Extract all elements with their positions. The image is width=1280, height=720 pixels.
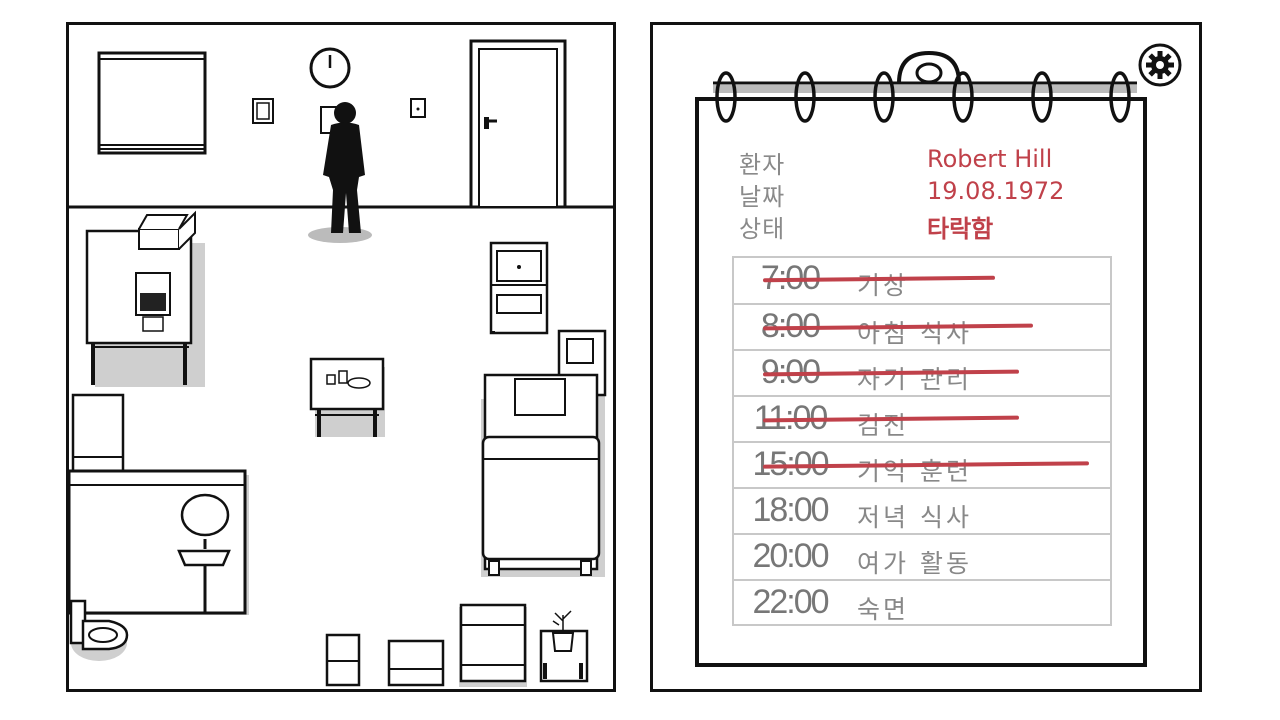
- patient-name: Robert Hill: [927, 145, 1053, 173]
- schedule-activity: 여가 활동: [857, 549, 972, 578]
- settings-button[interactable]: [1138, 43, 1182, 87]
- door[interactable]: [469, 39, 567, 209]
- label-date: 날짜: [739, 183, 786, 211]
- schedule-activity: 기억 훈련: [857, 457, 972, 486]
- trash-bin[interactable]: [325, 633, 361, 687]
- schedule-row: 18:00 저녁 식사: [733, 487, 1111, 533]
- low-drawer[interactable]: [387, 639, 445, 687]
- schedule-time: 22:00: [752, 583, 829, 621]
- schedule-row: 20:00 여가 활동: [733, 533, 1111, 579]
- label-state: 상태: [739, 215, 786, 243]
- schedule-panel: 환자 날짜 상태 Robert Hill 19.08.1972 타락함 7:00…: [650, 22, 1202, 692]
- desk[interactable]: [85, 210, 205, 387]
- bathroom: [69, 469, 249, 615]
- notepad: [695, 50, 1147, 667]
- gear-icon[interactable]: [1138, 43, 1182, 87]
- schedule-activity: 검진: [857, 411, 910, 440]
- room-view: [66, 22, 616, 692]
- player-character[interactable]: [308, 102, 372, 243]
- potted-plant[interactable]: [539, 610, 589, 683]
- bed[interactable]: [481, 373, 605, 577]
- schedule-activity: 자기 관리: [857, 365, 972, 394]
- schedule-activity: 기상: [857, 271, 910, 300]
- label-patient: 환자: [739, 151, 786, 179]
- toilet[interactable]: [69, 599, 129, 661]
- cabinet[interactable]: [71, 393, 125, 477]
- coffee-table[interactable]: [309, 357, 385, 437]
- schedule-time: 18:00: [752, 491, 829, 529]
- chair[interactable]: [489, 241, 549, 335]
- schedule-activity: 저녁 식사: [857, 503, 972, 532]
- schedule-time: 20:00: [752, 537, 829, 575]
- schedule-activity: 아침 식사: [857, 319, 972, 348]
- patient-birthdate: 19.08.1972: [927, 177, 1065, 205]
- patient-state: 타락함: [927, 215, 994, 243]
- schedule-activity: 숙면: [857, 595, 910, 624]
- schedule-row: 22:00 숙면: [733, 579, 1111, 625]
- room-scene: [69, 39, 613, 687]
- binder-rings: [715, 71, 1131, 123]
- light-switch[interactable]: [252, 98, 274, 124]
- window: [97, 51, 207, 155]
- sink[interactable]: [177, 539, 231, 613]
- mirror[interactable]: [180, 493, 230, 537]
- wall-clock[interactable]: [309, 47, 351, 89]
- dresser[interactable]: [459, 603, 527, 687]
